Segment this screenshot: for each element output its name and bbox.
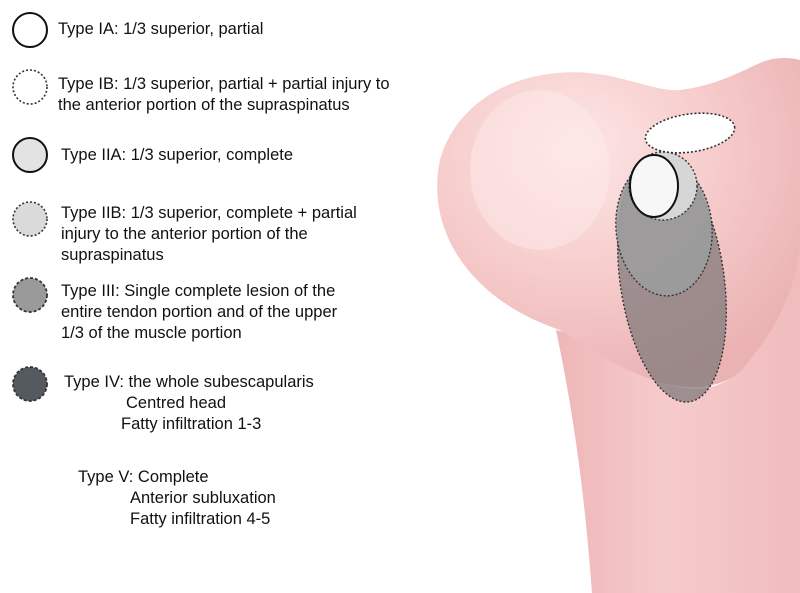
legend-swatch-type-iii (13, 278, 47, 312)
legend-label-type-ib: Type IB: 1/3 superior, partial + partial… (58, 74, 390, 116)
legend-swatch-type-iib (13, 202, 47, 236)
humerus-illustration (437, 58, 800, 593)
legend-line: Type IA: 1/3 superior, partial (58, 19, 263, 40)
legend-label-type-v: Type V: Complete Anterior subluxation Fa… (78, 467, 276, 530)
legend-label-type-iib: Type IIB: 1/3 superior, complete + parti… (61, 203, 357, 266)
legend-line: Anterior subluxation (78, 488, 276, 509)
legend-line: supraspinatus (61, 245, 357, 266)
legend-swatch-type-iv (13, 367, 47, 401)
legend-swatch-type-ib (13, 70, 47, 104)
legend-line: Fatty infiltration 1-3 (64, 414, 314, 435)
legend-label-type-ia: Type IA: 1/3 superior, partial (58, 19, 263, 40)
legend-swatch-type-ia (13, 13, 47, 47)
legend-line: Type IB: 1/3 superior, partial + partial… (58, 74, 390, 95)
legend-line: Type IIB: 1/3 superior, complete + parti… (61, 203, 357, 224)
legend-label-type-iia: Type IIA: 1/3 superior, complete (61, 145, 293, 166)
legend-line: injury to the anterior portion of the (61, 224, 357, 245)
legend-label-type-iv: Type IV: the whole subescapularis Centre… (64, 372, 314, 435)
legend-line: Type IIA: 1/3 superior, complete (61, 145, 293, 166)
legend-line: entire tendon portion and of the upper (61, 302, 337, 323)
head-highlight (470, 90, 610, 250)
legend-label-type-iii: Type III: Single complete lesion of the … (61, 281, 337, 344)
legend-line: 1/3 of the muscle portion (61, 323, 337, 344)
legend-swatch-type-iia (13, 138, 47, 172)
legend-line: the anterior portion of the supraspinatu… (58, 95, 390, 116)
overlay-type-iia-region (630, 155, 678, 217)
legend-line: Centred head (64, 393, 314, 414)
legend-swatches (13, 13, 47, 401)
legend-line: Type III: Single complete lesion of the (61, 281, 337, 302)
legend-line: Type IV: the whole subescapularis (64, 372, 314, 393)
legend-line: Type V: Complete (78, 467, 276, 488)
legend-line: Fatty infiltration 4-5 (78, 509, 276, 530)
